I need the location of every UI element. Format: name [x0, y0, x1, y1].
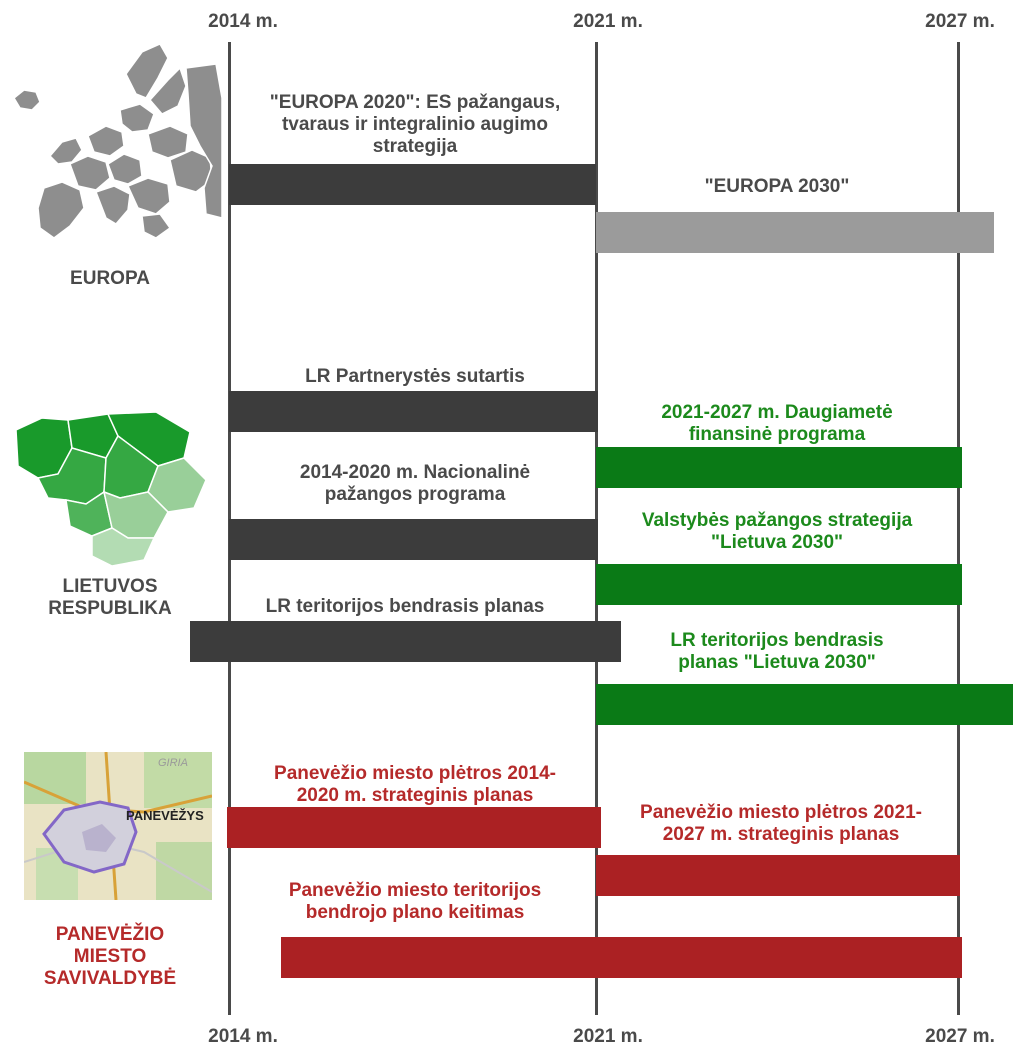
daugiamete-label: 2021-2027 m. Daugiametė finansinė progra…	[661, 402, 893, 445]
partnerystes-bar	[229, 391, 598, 432]
lithuania-map-icon	[15, 411, 207, 567]
teritorijos-2030-label: LR teritorijos bendrasis planas "Lietuva…	[670, 630, 884, 673]
timeline-2027-line	[957, 42, 960, 1015]
axis-bottom-2021: 2021 m.	[573, 1026, 643, 1047]
panevezys-2021-label: Panevėžio miesto plėtros 2021- 2027 m. s…	[640, 802, 922, 845]
teritorijos-2030-bar	[596, 684, 1013, 725]
teritorijos-label: LR teritorijos bendrasis planas	[265, 596, 545, 617]
valstybes-label: Valstybės pažangos strategija "Lietuva 2…	[641, 510, 913, 553]
map-label-panevezys: PANEVĖŽYS	[126, 808, 204, 823]
map-label-giria: GIRIA	[158, 757, 188, 769]
panevezys-2014-bar	[227, 807, 601, 848]
panevezys-2014-label: Panevėžio miesto plėtros 2014- 2020 m. s…	[274, 763, 556, 806]
partnerystes-label: LR Partnerystės sutartis	[305, 366, 525, 387]
panevezys-map-image: GIRIA PANEVĖŽYS	[24, 752, 212, 900]
valstybes-bar	[596, 564, 962, 605]
axis-top-2014: 2014 m.	[208, 11, 278, 32]
axis-top-2021: 2021 m.	[573, 11, 643, 32]
axis-bottom-2014: 2014 m.	[208, 1026, 278, 1047]
region-europe-label: EUROPA	[70, 268, 150, 289]
europe-map-icon	[13, 43, 222, 239]
europa-2030-bar	[596, 212, 994, 253]
region-lithuania-label: LIETUVOS RESPUBLIKA	[48, 576, 172, 619]
axis-bottom-2027: 2027 m.	[925, 1026, 995, 1047]
nacionaline-bar	[229, 519, 598, 560]
panevezys-2021-bar	[596, 855, 960, 896]
region-panevezys-label: PANEVĖŽIO MIESTO SAVIVALDYBĖ	[43, 924, 177, 989]
panevezys-keitimas-bar	[281, 937, 962, 978]
axis-top-2027: 2027 m.	[925, 11, 995, 32]
europa-2030-label: "EUROPA 2030"	[704, 176, 850, 197]
europa-2020-label: "EUROPA 2020": ES pažangaus, tvaraus ir …	[269, 92, 561, 157]
panevezys-keitimas-label: Panevėžio miesto teritorijos bendrojo pl…	[288, 880, 542, 923]
europa-2020-bar	[229, 164, 596, 205]
nacionaline-label: 2014-2020 m. Nacionalinė pažangos progra…	[299, 462, 531, 505]
daugiamete-bar	[596, 447, 962, 488]
teritorijos-bar	[190, 621, 621, 662]
